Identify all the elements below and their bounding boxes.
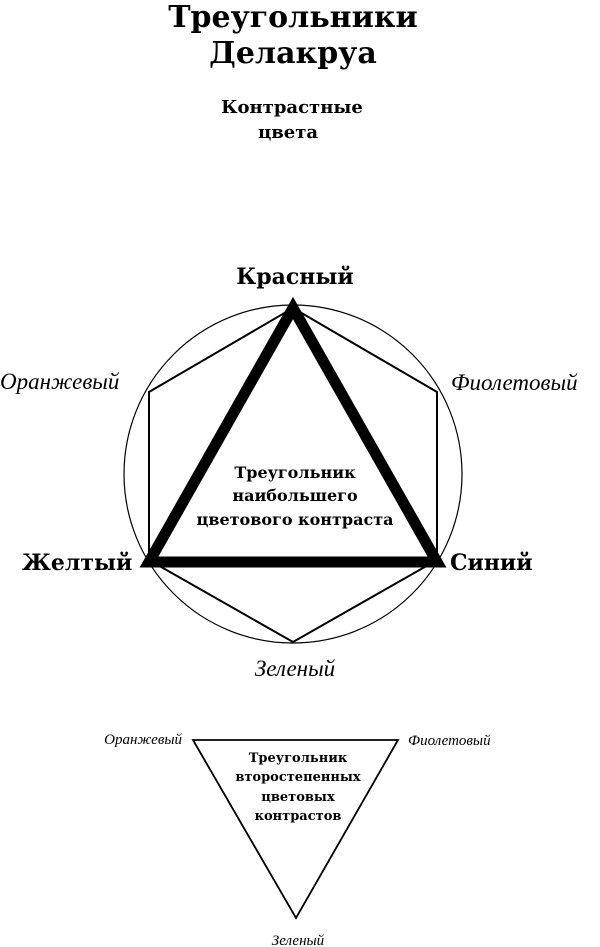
- secondary-triangle-label: Треугольник второстепенных цветовых конт…: [235, 751, 361, 824]
- label-red: Красный: [236, 264, 354, 290]
- main-triangle-label-line-1: Треугольник: [234, 463, 356, 482]
- label-blue: Синий: [450, 550, 533, 576]
- main-triangle-label: Треугольник наибольшего цветового контра…: [197, 463, 394, 529]
- secondary-label-violet: Фиолетовый: [408, 733, 491, 749]
- label-orange: Оранжевый: [0, 369, 120, 394]
- secondary-contrast-triangle: [191, 739, 400, 920]
- secondary-label-green: Зеленый: [272, 933, 325, 947]
- secondary-triangle-label-line-4: контрастов: [255, 809, 342, 824]
- color-wheel: Треугольник наибольшего цветового контра…: [0, 264, 578, 681]
- label-green: Зеленый: [255, 656, 336, 681]
- main-triangle-label-line-3: цветового контраста: [197, 510, 394, 529]
- header: Треугольники Делакруа Контрастные цвета: [168, 0, 418, 143]
- label-violet: Фиолетовый: [451, 370, 578, 395]
- secondary-contrast-diagram: Треугольник второстепенных цветовых конт…: [104, 732, 491, 947]
- title-line-1: Треугольники: [168, 0, 418, 35]
- primary-contrast-triangle: [139, 296, 447, 568]
- secondary-triangle-label-line-2: второстепенных: [235, 770, 361, 785]
- subtitle-line-1: Контрастные: [221, 97, 363, 118]
- title-line-2: Делакруа: [209, 36, 377, 71]
- main-triangle-label-line-2: наибольшего: [232, 486, 358, 505]
- secondary-label-orange: Оранжевый: [104, 732, 182, 748]
- color-hexagon: [148, 306, 438, 644]
- subtitle-line-2: цвета: [258, 122, 318, 143]
- label-yellow: Желтый: [22, 550, 132, 576]
- secondary-triangle-label-line-1: Треугольник: [249, 751, 348, 766]
- secondary-triangle-label-line-3: цветовых: [261, 790, 335, 805]
